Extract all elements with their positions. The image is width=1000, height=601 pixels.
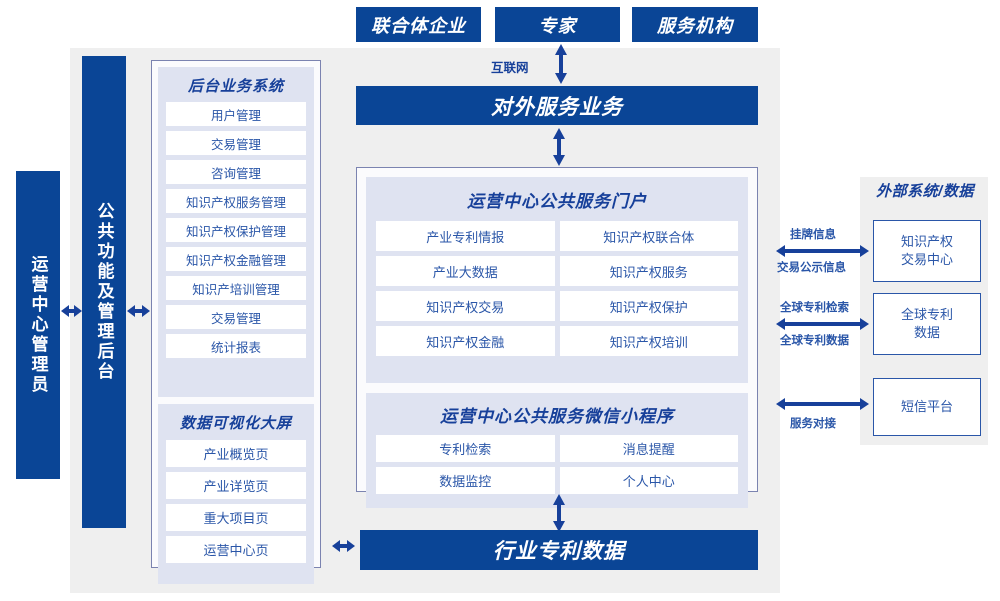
external-box-label: 知识产权 交易中心	[901, 233, 953, 268]
portal-item[interactable]: 产业专利情报	[376, 221, 555, 251]
external-box-ip-trading-center[interactable]: 知识产权 交易中心	[873, 220, 981, 282]
portal-item[interactable]: 产业大数据	[376, 256, 555, 286]
connector-label-service-docking: 服务对接	[790, 418, 836, 430]
miniprogram-item-grid: 专利检索 消息提醒 数据监控 个人中心	[376, 435, 738, 494]
role-bar-common-admin-backend[interactable]: 公共功能及管理后台	[82, 56, 126, 528]
left-panel-to-bottom-arrow-icon	[332, 540, 355, 552]
backend-item[interactable]: 知识产权服务管理	[166, 189, 306, 213]
backend-item[interactable]: 知识产权金融管理	[166, 247, 306, 271]
connector-label-global-patent-data: 全球专利数据	[780, 335, 849, 347]
external-service-label: 对外服务业务	[491, 95, 623, 119]
backend-to-panel-arrow-icon	[127, 305, 150, 317]
role-bar-operations-admin[interactable]: 运营中心管理员	[16, 171, 60, 479]
external-box-sms-platform[interactable]: 短信平台	[873, 378, 981, 436]
external-box-label: 短信平台	[900, 399, 953, 415]
internet-arrow-icon	[555, 44, 567, 84]
portal-item-grid: 产业专利情报 知识产权联合体 产业大数据 知识产权服务 知识产权交易 知识产权保…	[376, 221, 738, 356]
backend-item[interactable]: 知识产权保护管理	[166, 218, 306, 242]
sms-connector-arrow-icon	[776, 398, 869, 410]
role-label: 公共功能及管理后台	[94, 202, 114, 382]
miniprogram-group-title: 运营中心公共服务微信小程序	[440, 407, 674, 426]
backend-item[interactable]: 交易管理	[166, 305, 306, 329]
ip-trading-connector-arrow-icon	[776, 245, 869, 257]
backend-group-title: 后台业务系统	[187, 78, 284, 95]
visualization-group-title: 数据可视化大屏	[179, 415, 292, 432]
portal-item[interactable]: 知识产权服务	[559, 256, 738, 286]
left-systems-frame: 后台业务系统 用户管理 交易管理 咨询管理 知识产权服务管理 知识产权保护管理 …	[151, 60, 321, 584]
actor-box-consortium[interactable]: 联合体企业	[356, 7, 481, 42]
portal-item[interactable]: 知识产权培训	[559, 326, 738, 356]
visualization-item-list: 产业概览页 产业详览页 重大项目页 运营中心页	[166, 440, 306, 563]
role-label: 运营中心管理员	[28, 255, 48, 395]
backend-item[interactable]: 交易管理	[166, 131, 306, 155]
global-patent-connector-arrow-icon	[776, 318, 869, 330]
external-box-global-patent-data[interactable]: 全球专利 数据	[873, 293, 981, 355]
visualization-item[interactable]: 重大项目页	[166, 504, 306, 531]
actor-label: 专家	[538, 15, 577, 36]
backend-item[interactable]: 用户管理	[166, 102, 306, 126]
portal-item[interactable]: 知识产权保护	[559, 291, 738, 321]
internet-label: 互联网	[491, 61, 529, 75]
public-service-portal-group: 运营中心公共服务门户 产业专利情报 知识产权联合体 产业大数据 知识产权服务 知…	[366, 177, 748, 383]
backend-item[interactable]: 知识产培训管理	[166, 276, 306, 300]
wechat-miniprogram-group: 运营中心公共服务微信小程序 专利检索 消息提醒 数据监控 个人中心	[366, 393, 748, 508]
miniprogram-item[interactable]: 个人中心	[559, 467, 738, 494]
backend-item[interactable]: 统计报表	[166, 334, 306, 358]
portal-group-title: 运营中心公共服务门户	[467, 192, 647, 211]
visualization-item[interactable]: 运营中心页	[166, 536, 306, 563]
miniprogram-item[interactable]: 专利检索	[376, 435, 555, 462]
external-column-title: 外部系统/数据	[876, 183, 974, 200]
center-to-bottom-arrow-icon	[553, 494, 565, 532]
portal-item[interactable]: 知识产权交易	[376, 291, 555, 321]
external-box-line2: 数据	[913, 325, 940, 340]
actor-label: 联合体企业	[371, 15, 466, 36]
backend-business-system-group: 后台业务系统 用户管理 交易管理 咨询管理 知识产权服务管理 知识产权保护管理 …	[158, 67, 314, 397]
portal-item[interactable]: 知识产权联合体	[559, 221, 738, 251]
external-box-line1: 全球专利	[900, 307, 953, 323]
miniprogram-item[interactable]: 数据监控	[376, 467, 555, 494]
external-box-line1: 知识产权	[900, 234, 953, 250]
connector-label-listing-info: 挂牌信息	[790, 229, 836, 241]
connector-label-trade-public-info: 交易公示信息	[777, 262, 846, 274]
visualization-item[interactable]: 产业详览页	[166, 472, 306, 499]
miniprogram-item[interactable]: 消息提醒	[559, 435, 738, 462]
admin-to-backend-arrow-icon	[61, 305, 82, 317]
actor-box-expert[interactable]: 专家	[495, 7, 620, 42]
actor-label: 服务机构	[657, 15, 733, 36]
external-service-bar[interactable]: 对外服务业务	[356, 86, 758, 125]
visualization-item[interactable]: 产业概览页	[166, 440, 306, 467]
actor-box-service-org[interactable]: 服务机构	[632, 7, 758, 42]
industry-patent-data-bar[interactable]: 行业专利数据	[360, 530, 758, 570]
external-box-line2: 交易中心	[900, 252, 953, 267]
data-visualization-group: 数据可视化大屏 产业概览页 产业详览页 重大项目页 运营中心页	[158, 404, 314, 584]
connector-label-global-patent-search: 全球专利检索	[780, 302, 849, 314]
portal-item[interactable]: 知识产权金融	[376, 326, 555, 356]
industry-patent-data-label: 行业专利数据	[493, 540, 625, 563]
service-to-portal-arrow-icon	[553, 128, 565, 166]
backend-item[interactable]: 咨询管理	[166, 160, 306, 184]
external-box-label: 全球专利 数据	[901, 306, 953, 341]
center-services-frame: 运营中心公共服务门户 产业专利情报 知识产权联合体 产业大数据 知识产权服务 知…	[356, 167, 758, 508]
backend-item-list: 用户管理 交易管理 咨询管理 知识产权服务管理 知识产权保护管理 知识产权金融管…	[166, 102, 306, 358]
